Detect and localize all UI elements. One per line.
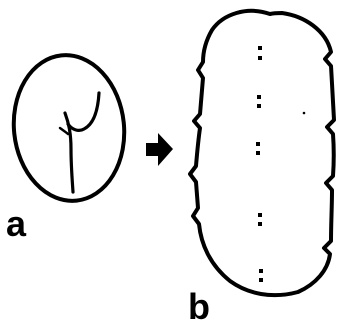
dot — [256, 142, 260, 146]
panel-a-label: a — [6, 206, 26, 242]
dot — [258, 213, 262, 217]
dot — [258, 222, 262, 226]
panel-b-label: b — [188, 289, 210, 325]
dot — [259, 269, 263, 273]
hand-drawn-curved-stroke-icon — [60, 93, 99, 192]
dot — [258, 56, 262, 60]
panel-b-dot-pairs — [256, 46, 263, 282]
dot — [257, 95, 261, 99]
dot — [257, 104, 261, 108]
dot — [258, 46, 262, 50]
panel-b-notched-outline — [190, 11, 334, 295]
stray-mark — [303, 112, 306, 115]
right-pointing-block-arrow-icon — [146, 133, 173, 166]
dot — [256, 151, 260, 155]
dot — [259, 278, 263, 282]
